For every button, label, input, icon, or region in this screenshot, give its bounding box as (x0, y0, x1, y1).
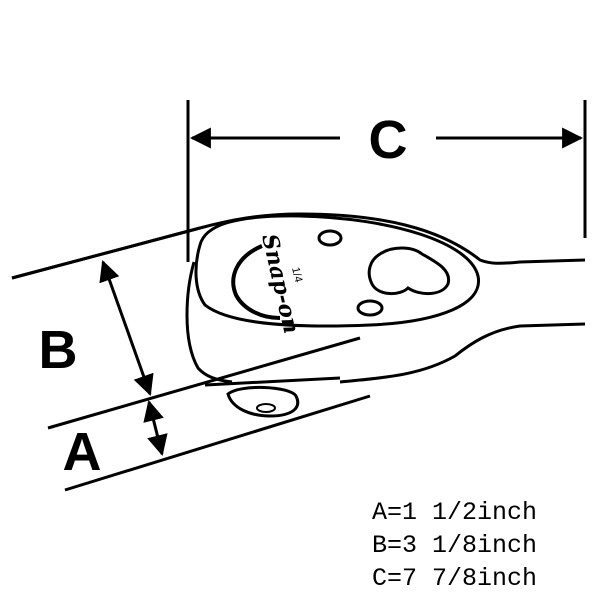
guide-line-b-top (11, 226, 201, 280)
guide-line-middle (47, 336, 361, 430)
size-mark-text: 1/4 (289, 266, 304, 284)
ratchet-head-face (194, 214, 481, 328)
ratchet-lower-outline (339, 322, 586, 384)
logo-arc (231, 244, 281, 320)
b-dimension-label: B (39, 320, 78, 380)
legend-b: B=3 1/8inch (372, 531, 537, 560)
guide-line-a-bottom (64, 394, 371, 492)
a-arrow (143, 399, 168, 457)
square-drive-ball (256, 403, 276, 413)
head-screw-bottom (356, 299, 384, 317)
legend-c: C=7 7/8inch (372, 564, 537, 593)
head-screw-top (317, 229, 343, 247)
ratchet-head-bottom-edge (204, 376, 341, 387)
reversing-lever-icon (367, 246, 451, 295)
a-dimension-label: A (63, 422, 102, 482)
square-drive (226, 385, 300, 418)
b-arrow (99, 260, 154, 396)
legend-a: A=1 1/2inch (372, 498, 537, 527)
c-dimension-label: C (369, 110, 408, 170)
